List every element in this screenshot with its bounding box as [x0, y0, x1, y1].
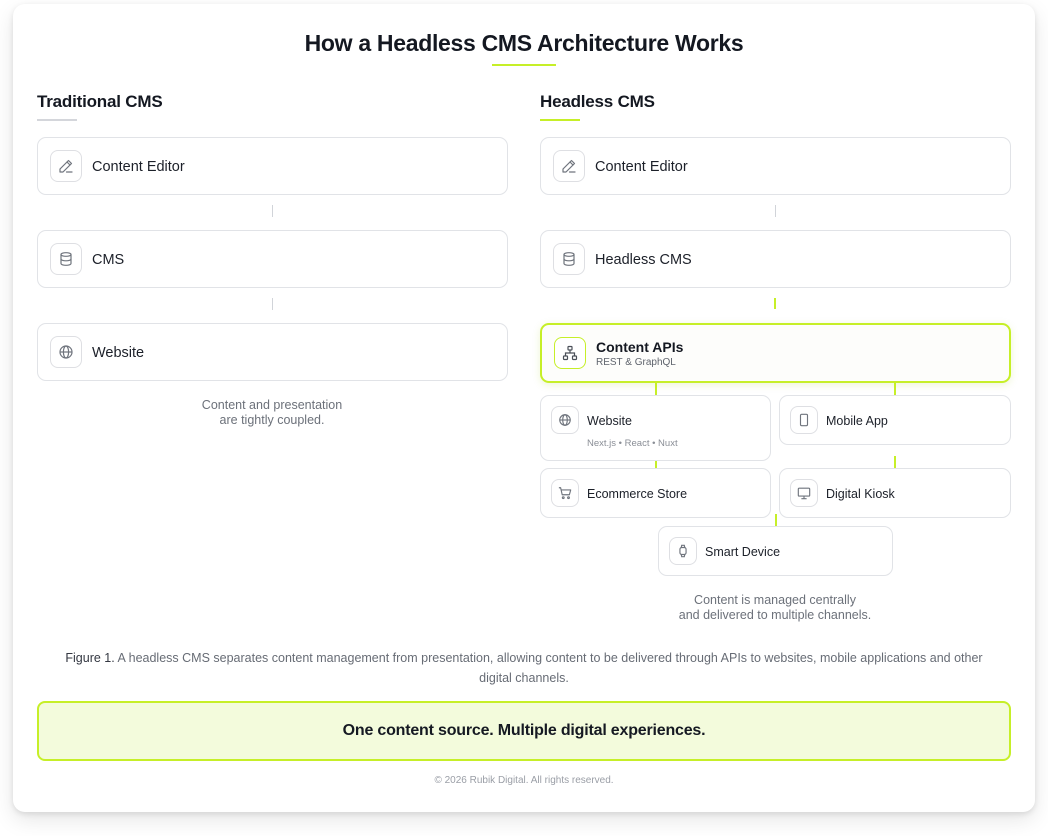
node-label: Content Editor — [92, 159, 185, 175]
channel-label: Smart Device — [705, 545, 781, 559]
tagline-banner: One content source. Multiple digital exp… — [37, 701, 1011, 761]
caption-prefix: Figure 1. — [65, 651, 115, 665]
cart-icon — [551, 479, 579, 507]
headless-content-editor-node: Content Editor — [540, 137, 1011, 195]
channel-label: Mobile App — [826, 414, 888, 428]
headless-heading-underline — [540, 119, 580, 121]
footer-copyright: © 2026 Rubik Digital. All rights reserve… — [434, 775, 614, 786]
caption-text: A headless CMS separates content managem… — [114, 651, 983, 685]
channel-smart-device-node: Smart Device — [658, 526, 893, 576]
node-label: Website — [92, 345, 145, 361]
channel-connector-line — [894, 383, 896, 395]
channel-label: Website — [587, 414, 632, 428]
channel-ecommerce-node: Ecommerce Store — [540, 468, 771, 518]
channel-connector-line — [775, 514, 777, 526]
headless-note: Content is managed centrally and deliver… — [625, 593, 925, 623]
channel-connector-line — [655, 456, 657, 468]
api-label: Content APIs — [596, 339, 684, 355]
sitemap-icon — [554, 337, 586, 369]
api-connector-line — [774, 298, 776, 309]
channel-connector-line — [894, 456, 896, 468]
watch-icon — [669, 537, 697, 565]
title-underline — [492, 64, 556, 66]
figure-caption: Figure 1. A headless CMS separates conte… — [60, 648, 988, 688]
channel-sub-label: Next.js • React • Nuxt — [587, 438, 678, 449]
page-title: How a Headless CMS Architecture Works — [304, 30, 744, 56]
content-apis-node: Content APIs REST & GraphQL — [540, 323, 1011, 383]
node-label: Headless CMS — [595, 252, 692, 268]
monitor-icon — [790, 479, 818, 507]
note-line: Content and presentation — [201, 398, 343, 412]
channel-mobile-node: Mobile App — [779, 395, 1011, 445]
traditional-content-editor-node: Content Editor — [37, 137, 508, 195]
traditional-note: Content and presentation are tightly cou… — [122, 398, 422, 428]
phone-icon — [790, 406, 818, 434]
channel-connector-line — [655, 383, 657, 395]
connector-line — [272, 205, 273, 217]
node-label: CMS — [92, 252, 125, 268]
headless-cms-node: Headless CMS — [540, 230, 1011, 288]
channel-kiosk-node: Digital Kiosk — [779, 468, 1011, 518]
traditional-cms-node: CMS — [37, 230, 508, 288]
pencil-icon — [553, 150, 585, 182]
note-line: are tightly coupled. — [219, 413, 325, 427]
globe-icon — [551, 406, 579, 434]
note-line: Content is managed centrally — [694, 593, 856, 607]
traditional-heading-underline — [37, 119, 77, 121]
traditional-heading: Traditional CMS — [37, 92, 163, 111]
connector-line — [272, 298, 273, 310]
headless-heading: Headless CMS — [540, 92, 655, 111]
connector-line — [775, 205, 776, 217]
globe-icon — [50, 336, 82, 368]
channel-label: Digital Kiosk — [826, 487, 895, 501]
database-icon — [50, 243, 82, 275]
note-line: and delivered to multiple channels. — [678, 608, 872, 622]
traditional-website-node: Website — [37, 323, 508, 381]
node-label: Content Editor — [595, 159, 688, 175]
api-sub-label: REST & GraphQL — [596, 357, 676, 368]
database-icon — [553, 243, 585, 275]
pencil-icon — [50, 150, 82, 182]
channel-label: Ecommerce Store — [587, 487, 688, 501]
channel-website-node: Website Next.js • React • Nuxt — [540, 395, 771, 461]
